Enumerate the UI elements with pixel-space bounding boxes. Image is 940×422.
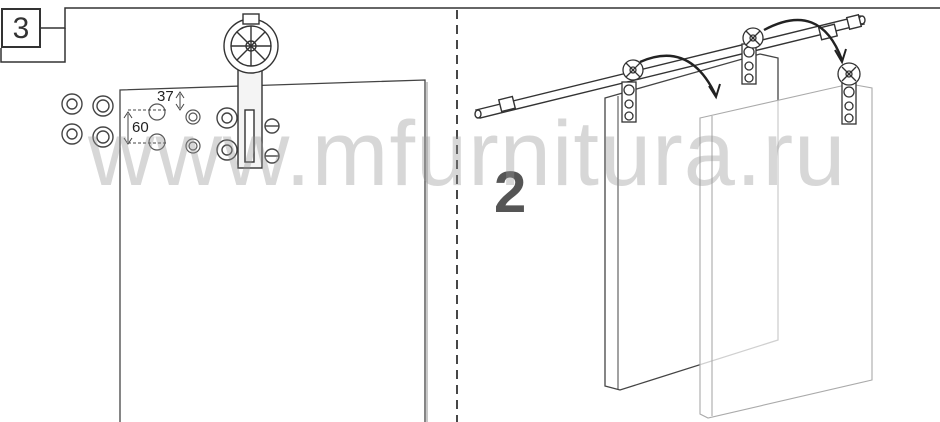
track-rail — [474, 13, 866, 119]
roller-hanger-front-a — [621, 59, 644, 123]
washer-set-right — [216, 107, 280, 164]
door-left — [119, 79, 428, 422]
watermark-text: www.mfurnitura.ru — [88, 103, 847, 205]
step-number-box: 3 — [1, 8, 41, 48]
roller-hanger-back — [837, 62, 861, 125]
movement-arrows — [639, 18, 847, 100]
roller-hanger-left — [223, 13, 279, 169]
dimension-label-vertical: 60 — [132, 119, 149, 136]
washer-set-left — [61, 93, 114, 148]
dimension-label-horizontal: 37 — [157, 88, 174, 105]
panel-frame — [0, 7, 940, 63]
dimension-guides — [123, 91, 185, 145]
drill-holes — [148, 103, 201, 154]
roller-hanger-front-b — [741, 27, 764, 85]
sub-step-number: 2 — [494, 160, 527, 225]
step-number: 3 — [12, 12, 30, 45]
